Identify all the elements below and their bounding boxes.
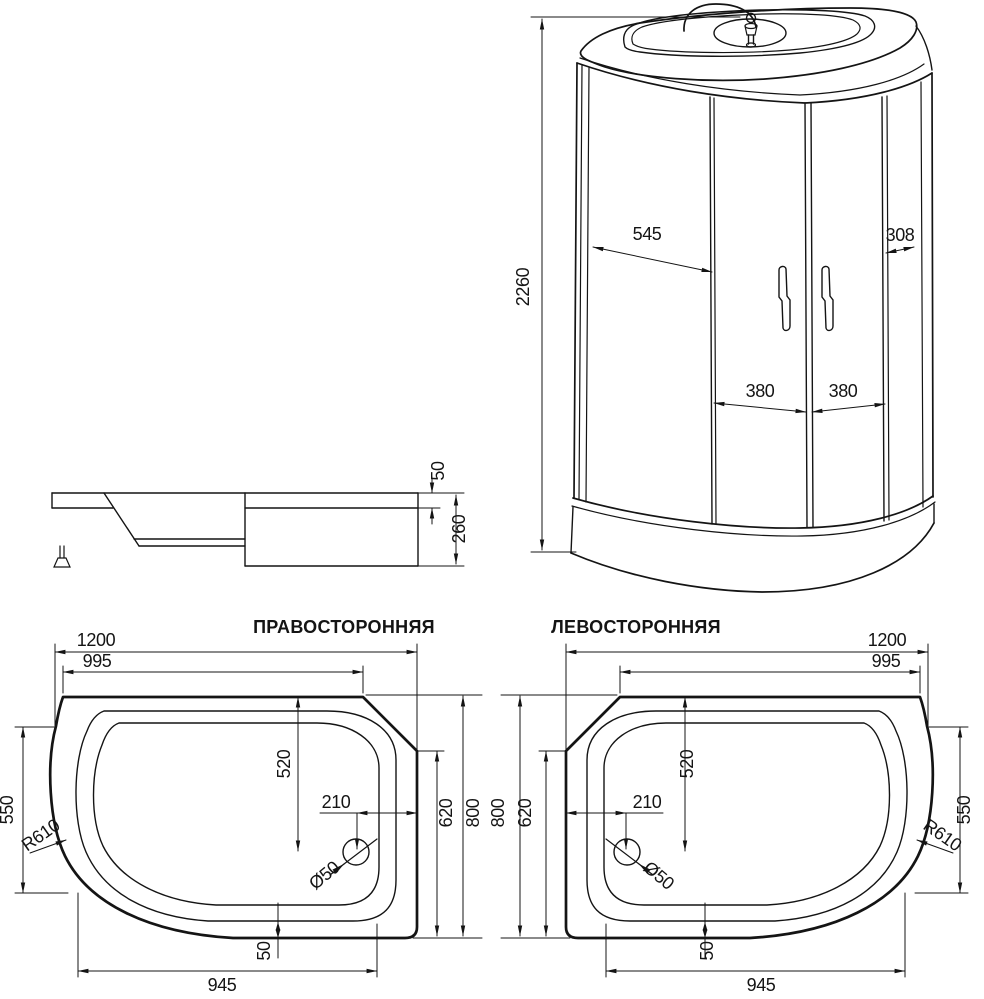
tray-side-view: 50 260 (51, 461, 469, 568)
side-view-dimension-lines (417, 476, 465, 567)
dim-label-drain-offset: 210 (633, 792, 662, 812)
dim-label-total-height: 260 (449, 514, 469, 543)
dim-label-drain-depth: 520 (274, 749, 294, 778)
tray-left-hand-labels: 1200 995 520 210 Ø50 550 R610 620 800 50… (488, 630, 974, 995)
dim-label-overall-depth: 800 (463, 798, 483, 827)
dim-label-bottom-rim-gap: 50 (697, 941, 717, 961)
dim-label-overall-width: 1200 (868, 630, 907, 650)
door-handle-left-icon (778, 265, 791, 332)
dim-label-overall-depth: 800 (488, 798, 508, 827)
dim-label-left-door: 380 (746, 381, 775, 401)
tray-foot-icon (53, 545, 71, 568)
glass-walls (573, 62, 934, 528)
title-right-hand-version: ПРАВОСТОРОННЯЯ (253, 617, 435, 637)
cabin-base (570, 495, 936, 593)
dim-label-top-edge-width: 995 (872, 651, 901, 671)
tray-top-view-left-hand (501, 644, 968, 977)
dim-label-front-left-panel: 545 (633, 224, 662, 244)
dim-label-side-height: 550 (0, 795, 17, 824)
dim-label-side-height: 550 (954, 795, 974, 824)
dim-label-bottom-rim-gap: 50 (254, 941, 274, 961)
dim-label-bottom-edge-width: 945 (747, 975, 776, 995)
dim-label-top-edge-width: 995 (83, 651, 112, 671)
tray-top-view-right-hand (15, 644, 482, 977)
shower-fixture-icon (744, 12, 758, 48)
dim-label-rim-height: 50 (428, 461, 448, 481)
dim-label-drain-diameter: Ø50 (305, 857, 343, 894)
dim-label-drain-depth: 520 (677, 749, 697, 778)
dim-label-right-edge-depth: 620 (515, 798, 535, 827)
canopy-roof (576, 7, 933, 104)
title-left-hand-version: ЛЕВОСТОРОННЯЯ (551, 617, 721, 637)
dim-label-right-door: 380 (829, 381, 858, 401)
dim-label-cabin-height: 2260 (513, 267, 533, 306)
dim-label-right-edge-depth: 620 (436, 798, 456, 827)
dim-label-side-panel: 308 (886, 225, 915, 245)
dim-label-drain-offset: 210 (322, 792, 351, 812)
dim-label-drain-diameter: Ø50 (640, 857, 678, 894)
door-handle-right-icon (821, 265, 834, 332)
cabin-dimension-lines (530, 16, 915, 553)
dim-label-bottom-edge-width: 945 (208, 975, 237, 995)
cabin-3d-view: 2260 545 308 380 380 (513, 3, 936, 593)
dim-label-overall-width: 1200 (77, 630, 116, 650)
